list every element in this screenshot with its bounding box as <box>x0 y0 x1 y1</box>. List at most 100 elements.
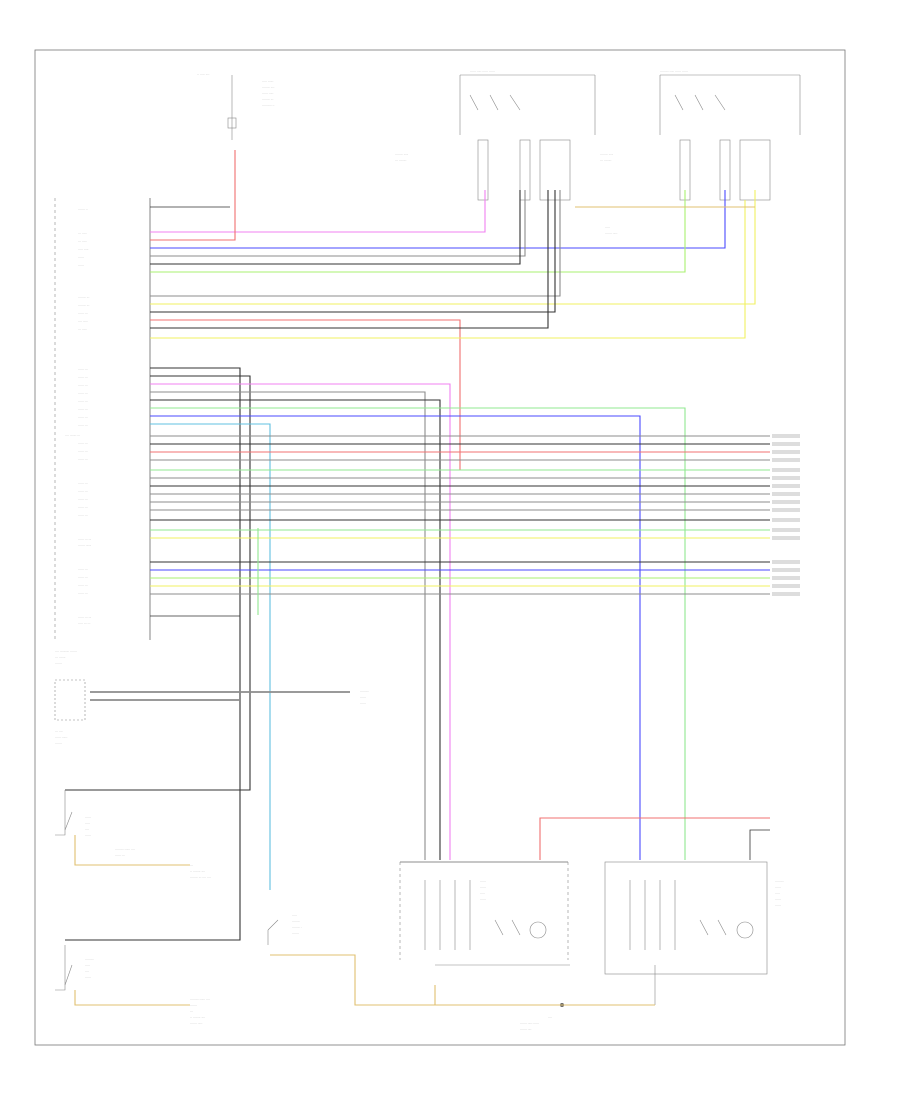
diagram-border <box>34 49 846 1046</box>
wire-end-stub <box>772 450 800 454</box>
driver-power-window-switch: ······ ····· ······ ······ ········ ····… <box>395 69 596 201</box>
passenger-power-window-switch: ········· ····· ······ ······ ········ ·… <box>600 69 801 235</box>
wire-green-motor <box>150 407 686 860</box>
svg-text:·····: ····· <box>85 821 90 825</box>
svg-text:·········: ········· <box>360 689 369 693</box>
driver-window-motor: ······ ······ ····· ······ <box>399 861 570 966</box>
svg-text:······ ···: ······ ··· <box>78 583 88 587</box>
svg-text:··· ········: ··· ········ <box>395 158 406 162</box>
wire-black-door-2 <box>65 375 251 791</box>
svg-text:······: ······ <box>775 903 781 907</box>
svg-text:······: ······ <box>480 879 486 883</box>
svg-text:········ ·····: ········ ····· <box>600 152 613 156</box>
svg-text:···· ·········· ·······: ···· ·········· ······· <box>55 649 77 653</box>
svg-text:········ ···: ········ ··· <box>78 295 89 299</box>
svg-text:······: ······ <box>360 701 366 705</box>
svg-text:······· ····: ······· ···· <box>520 1027 531 1031</box>
svg-text:······ ·····: ······ ····· <box>262 91 273 95</box>
svg-text:······: ······ <box>78 255 84 259</box>
anti-theft-module: ··· ···· ······ ······ ······· ·········… <box>54 679 369 745</box>
svg-text:···· ·····: ···· ····· <box>78 319 88 323</box>
svg-text:······ ···: ······ ··· <box>78 367 88 371</box>
wire-black-driver <box>150 190 521 265</box>
svg-text:······ ···: ······ ··· <box>78 399 88 403</box>
wire-end-stub <box>772 560 800 564</box>
svg-text:········· ····· ······ ······: ········· ····· ······ ······ <box>660 69 688 73</box>
wire-end-stub <box>772 592 800 596</box>
svg-text:···· ······· ···: ···· ······· ··· <box>65 433 80 437</box>
svg-text:········ ···: ········ ··· <box>262 97 273 101</box>
svg-text:········ ·: ········ · <box>292 925 302 929</box>
svg-text:········ ···: ········ ··· <box>78 303 89 307</box>
svg-text:······ ···: ······ ··· <box>78 567 88 571</box>
svg-text:··· ········: ··· ········ <box>600 158 611 162</box>
svg-text:·····: ····· <box>605 225 610 229</box>
wire-end-stub <box>772 492 800 496</box>
wire-end-stub <box>772 468 800 472</box>
svg-text:··· ····: ··· ···· <box>55 729 63 733</box>
svg-text:········· ······ ····: ········· ······ ···· <box>115 847 135 851</box>
svg-text:·······: ······· <box>55 741 62 745</box>
svg-text:·· ········ ····: ·· ········ ···· <box>190 1015 205 1019</box>
svg-text:······ ···: ······ ··· <box>78 311 88 315</box>
svg-text:········: ········ <box>292 919 300 923</box>
svg-text:······ ···: ······ ··· <box>78 441 88 445</box>
svg-text:·········· ··: ·········· ·· <box>262 103 274 107</box>
svg-text:····: ···· <box>85 827 89 831</box>
wire-black-motor <box>150 399 441 860</box>
wire-end-stub <box>772 518 800 522</box>
wire-end-stub <box>772 500 800 504</box>
wire-end-stub <box>772 508 800 512</box>
wire-end-labels <box>772 434 800 596</box>
wire-black-door <box>65 367 241 941</box>
driver-door-lock-switch: ······ ····· ···· ······ ········· ·····… <box>55 790 211 879</box>
svg-text:······ ···: ······ ··· <box>78 457 88 461</box>
svg-text:······ ··· ···: ······ ··· ··· <box>78 615 91 619</box>
svg-text:······ ···: ······ ··· <box>78 407 88 411</box>
wire-black-2 <box>150 190 556 313</box>
svg-text:······ ···: ······ ··· <box>78 513 88 517</box>
wire-red-relay <box>539 817 770 860</box>
wire-end-stub <box>772 528 800 532</box>
svg-text:······: ······ <box>775 885 781 889</box>
svg-text:·····: ····· <box>85 963 90 967</box>
svg-text:······ ···: ······ ··· <box>78 415 88 419</box>
wire-blue-passenger-switch <box>150 190 726 249</box>
door-ajar-switch: ····· ········ ········ · ······· <box>267 913 302 945</box>
svg-text:······ ··· ···: ······ ··· ··· <box>78 537 91 541</box>
wire-yellow-2 <box>150 200 746 339</box>
wire-blue-motor <box>150 415 641 860</box>
wire-light-green-passenger <box>150 190 686 273</box>
horizontal-wires <box>65 150 770 941</box>
svg-text:······: ······ <box>775 897 781 901</box>
svg-text:·····: ····· <box>292 913 297 917</box>
svg-text:··· ·····: ··· ····· <box>78 231 87 235</box>
svg-text:······ ···: ······ ··· <box>78 497 88 501</box>
svg-text:··· ·····: ··· ····· <box>78 327 87 331</box>
svg-text:······· ·····: ······· ····· <box>190 1021 202 1025</box>
wire-gray-1 <box>150 190 561 297</box>
svg-text:······ ····· ······ ······: ······ ····· ······ ······ <box>470 69 495 73</box>
svg-text:······ ······: ······ ······ <box>55 735 67 739</box>
svg-text:·······: ······· <box>292 931 299 935</box>
wire-tan-driver-lock <box>74 835 190 866</box>
svg-text:······· ····· ······: ······· ····· ······ <box>520 1021 539 1025</box>
wire-end-stub <box>772 584 800 588</box>
svg-text:········ ····: ········ ···· <box>262 85 274 89</box>
svg-text:······ ···: ······ ··· <box>78 481 88 485</box>
svg-text:······: ······ <box>85 833 91 837</box>
svg-text:······ ···: ······ ··· <box>78 591 88 595</box>
svg-text:······ ···: ······ ··· <box>78 505 88 509</box>
wire-yellow-passenger <box>150 190 756 305</box>
wire-red-2 <box>150 319 461 470</box>
svg-text:······ ···: ······ ··· <box>115 853 125 857</box>
svg-text:······: ······ <box>85 975 91 979</box>
wire-light-blue-ajar <box>150 423 271 890</box>
wire-end-stub <box>772 442 800 446</box>
wire-black-3 <box>150 190 549 329</box>
passenger-window-motor: ········· ······ ····· ······ ······ <box>604 861 784 1005</box>
fuse-block: ·· ····· ···· ····· ······ ········ ····… <box>197 72 274 140</box>
svg-text:······ ···: ······ ··· <box>78 383 88 387</box>
svg-text:······ ···: ······ ··· <box>78 489 88 493</box>
